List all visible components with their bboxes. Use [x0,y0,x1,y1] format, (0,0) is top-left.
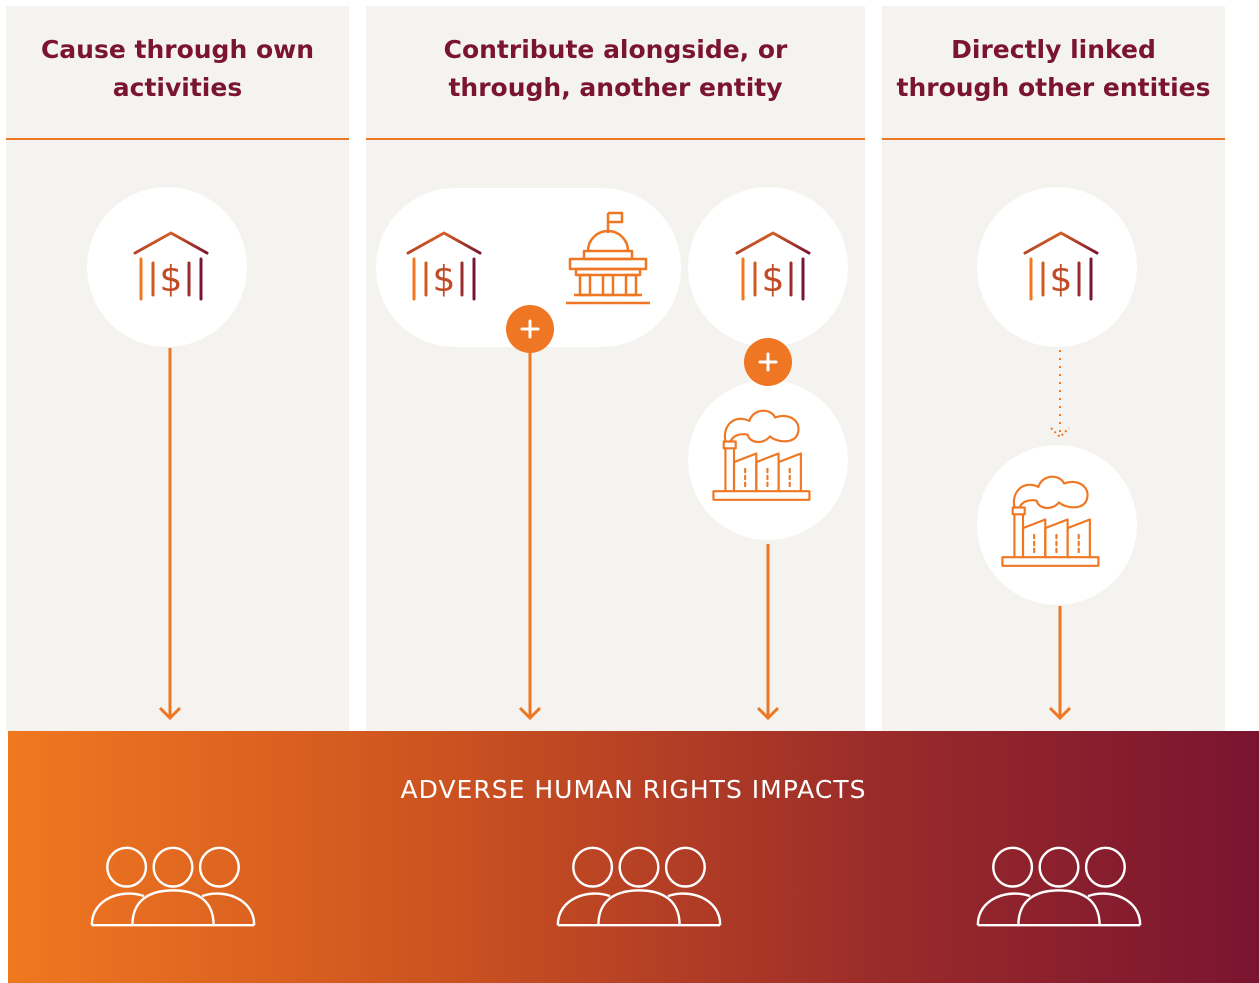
bank-government-pill [376,188,681,347]
arrow-down-icon [518,706,542,721]
column-contribute-header: Contribute alongside, or through, anothe… [366,6,865,140]
factory-circle-col3 [977,445,1137,605]
arrow-down-icon [1050,427,1070,439]
column-cause-header: Cause through own activities [6,6,349,140]
column-contribute-heading: Contribute alongside, or through, anothe… [443,35,788,102]
column-linked-header: Directly linked through other entities [882,6,1225,140]
plus-icon [504,303,556,355]
people-group-icon [556,846,722,927]
impacts-title: ADVERSE HUMAN RIGHTS IMPACTS [400,775,867,804]
column-linked-heading: Directly linked through other entities [896,35,1211,102]
column-cause: Cause through own activities [6,6,349,731]
column-linked: Directly linked through other entities [882,6,1225,731]
impacts-banner: ADVERSE HUMAN RIGHTS IMPACTS [8,731,1259,983]
plus-icon [742,336,794,388]
arrow-down-icon [1048,706,1072,721]
factory-circle-col2 [688,380,848,540]
people-group-icon [90,846,256,927]
column-cause-heading: Cause through own activities [40,35,315,102]
people-group-icon [976,846,1142,927]
arrow-down-icon [756,706,780,721]
arrow-down-icon [158,706,182,721]
